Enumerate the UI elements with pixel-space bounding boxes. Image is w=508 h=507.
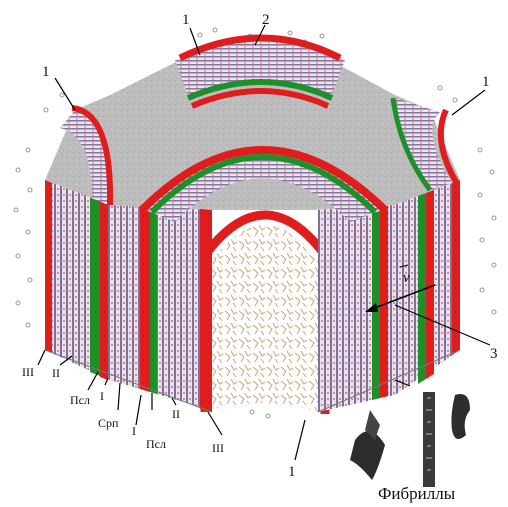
label-I-mid: I xyxy=(132,424,136,438)
label-2-top: 2 xyxy=(262,12,270,28)
fibrils-illustration xyxy=(350,392,470,487)
lumen xyxy=(205,215,325,414)
label-srp: Срп xyxy=(98,416,119,430)
label-III-mid: III xyxy=(212,441,224,455)
label-fibrils: Фибриллы xyxy=(378,484,456,503)
label-1-bottom: 1 xyxy=(288,464,296,480)
label-psl-left: Псл xyxy=(70,393,90,407)
label-I-left: I xyxy=(100,389,104,403)
label-III-left: III xyxy=(22,365,34,379)
label-1-top-left: 1 xyxy=(42,64,50,80)
center-right-wall-block xyxy=(318,205,395,412)
label-II-mid: II xyxy=(172,407,180,421)
label-v: v xyxy=(403,270,410,286)
center-left-wall-block xyxy=(110,205,212,412)
label-psl-mid: Псл xyxy=(146,437,166,451)
label-1-top-right: 1 xyxy=(482,74,490,90)
label-1-top-center: 1 xyxy=(182,12,190,28)
label-II-left: II xyxy=(52,366,60,380)
label-3-right: 3 xyxy=(490,346,498,362)
left-wall-block xyxy=(45,180,110,380)
